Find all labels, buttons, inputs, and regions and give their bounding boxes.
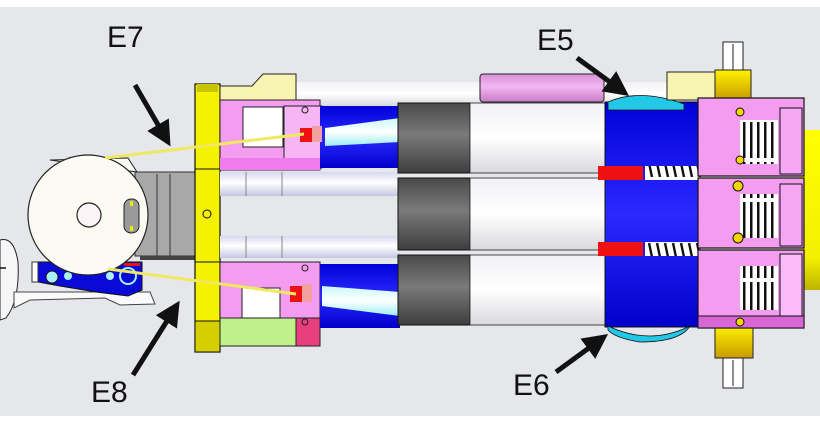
spring-housing-top: [697, 97, 805, 177]
right-yellow-plate: [800, 130, 820, 290]
bottom-nozzle-housing: [219, 261, 321, 347]
roller-row-bottom: [397, 254, 606, 326]
upper-red-pin: [598, 166, 643, 180]
drum-wheel: [27, 154, 149, 276]
bottom-knob: [714, 325, 754, 389]
pink-rod: [479, 73, 605, 103]
top-pulley: [607, 95, 685, 111]
lower-cable: [107, 267, 297, 296]
spring-housing-middle: [697, 177, 805, 249]
upper-cable: [104, 132, 305, 160]
label-e8: E8: [91, 376, 128, 409]
bottom-blue-tube: [290, 264, 400, 328]
e6-arrow: [554, 334, 609, 375]
top-knob: [666, 41, 752, 101]
bottom-pulley: [607, 325, 692, 343]
lower-red-pin: [598, 242, 643, 256]
e7-arrow: [132, 83, 171, 147]
spring-housing-bottom: [697, 249, 805, 329]
lower-spring: [645, 242, 700, 256]
roller-row-top: [397, 102, 606, 174]
middle-rods: [220, 172, 400, 258]
blue-drive-block: [598, 95, 701, 343]
upper-spring: [645, 166, 700, 180]
base-bracket: [13, 291, 156, 309]
top-blue-tube: [300, 106, 400, 168]
roller-row-middle: [397, 177, 606, 251]
label-e7: E7: [107, 21, 144, 54]
label-e6: E6: [513, 369, 550, 402]
e8-arrow: [130, 300, 180, 377]
top-red-nozzle: [300, 128, 312, 142]
e5-arrow: [575, 55, 630, 96]
label-e5: E5: [537, 24, 574, 57]
yellow-frame: [194, 83, 221, 353]
